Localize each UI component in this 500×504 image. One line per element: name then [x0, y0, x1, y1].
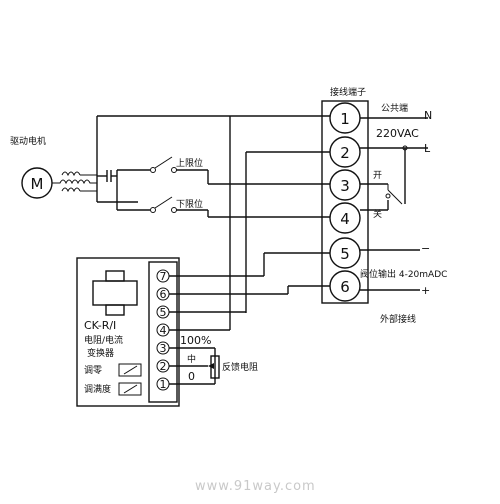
svg-text:3: 3 — [160, 342, 167, 355]
module-terminal-5: 5 — [156, 305, 170, 319]
terminal-6: 6 — [329, 270, 361, 302]
motor-label: 驱动电机 — [10, 135, 46, 147]
module-desc-1: 电阻/电流 — [84, 334, 123, 346]
mid-label: 中 — [187, 353, 196, 365]
external-wiring-label: 外部接线 — [380, 313, 416, 325]
terminal-2: 2 — [329, 136, 361, 168]
svg-text:3: 3 — [340, 177, 350, 195]
plus-label: + — [421, 284, 430, 297]
n-label: N — [424, 109, 432, 122]
terminal-4: 4 — [329, 202, 361, 234]
minus-label: − — [421, 242, 430, 255]
svg-text:5: 5 — [160, 306, 167, 319]
l-label: L — [424, 142, 431, 155]
capacitor-icon — [97, 170, 117, 182]
full-adjust-trimmer[interactable] — [118, 382, 142, 396]
terminal-5: 5 — [329, 237, 361, 269]
module-terminal-3: 3 — [156, 341, 170, 355]
svg-text:7: 7 — [160, 270, 167, 283]
watermark: www.91way.com — [195, 479, 316, 494]
zero-adjust-trimmer[interactable] — [118, 363, 142, 377]
motor-coil-icon — [52, 171, 97, 193]
transformer-icon — [92, 270, 138, 316]
position-output-label: 阀位输出 4-20mADC — [360, 268, 447, 280]
module-name: CK-R/I — [84, 319, 116, 332]
open-label: 开 — [373, 170, 382, 181]
upper-limit-switch-icon — [150, 156, 177, 173]
svg-text:1: 1 — [340, 110, 350, 128]
module-terminal-6: 6 — [156, 287, 170, 301]
common-label: 公共端 — [381, 102, 408, 114]
pct-100-label: 100% — [180, 334, 211, 347]
terminal-3: 3 — [329, 169, 361, 201]
module-desc-2: 变换器 — [87, 347, 114, 359]
open-close-switch-icon — [385, 184, 403, 205]
terminal-block-label: 接线端子 — [330, 86, 366, 98]
terminal-block — [321, 100, 369, 304]
feedback-resistor-icon — [208, 355, 220, 379]
module-terminal-7: 7 — [156, 269, 170, 283]
svg-text:4: 4 — [160, 324, 167, 337]
motor-symbol: M — [31, 175, 44, 193]
full-adjust-label: 调满度 — [84, 383, 111, 395]
close-label: 关 — [373, 208, 382, 220]
svg-text:4: 4 — [340, 210, 350, 228]
svg-text:5: 5 — [340, 245, 350, 263]
svg-text:1: 1 — [160, 378, 167, 391]
svg-text:6: 6 — [340, 278, 350, 296]
upper-limit-label: 上限位 — [176, 157, 203, 169]
feedback-resistor-label: 反馈电阻 — [222, 361, 258, 373]
svg-text:2: 2 — [160, 360, 167, 373]
zero-adjust-label: 调零 — [84, 365, 102, 376]
voltage-label: 220VAC — [376, 127, 419, 140]
svg-text:6: 6 — [160, 288, 167, 301]
module-terminal-2: 2 — [156, 359, 170, 373]
converter-module — [76, 257, 180, 407]
terminal-1: 1 — [329, 102, 361, 134]
zero-label: 0 — [188, 370, 195, 383]
lower-limit-switch-icon — [150, 196, 177, 213]
module-terminal-1: 1 — [156, 377, 170, 391]
lower-limit-label: 下限位 — [176, 198, 203, 210]
svg-text:2: 2 — [340, 144, 350, 162]
module-terminal-4: 4 — [156, 323, 170, 337]
